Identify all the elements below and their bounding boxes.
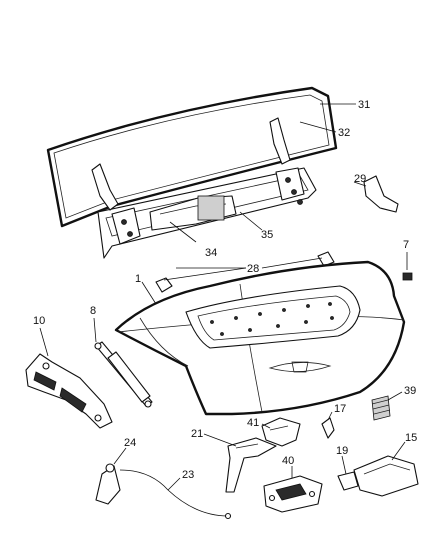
callout-21: 21 (191, 428, 203, 440)
bump-stops (155, 251, 335, 293)
window-glass (53, 94, 330, 219)
callout-32: 32 (338, 127, 350, 139)
right-hinge-arm (269, 117, 291, 165)
bump-stop-right (317, 251, 335, 267)
rear-glass-assembly (46, 86, 338, 228)
callout-40: 40 (282, 455, 294, 467)
cable-line (119, 469, 229, 517)
release-cable (95, 463, 232, 520)
callout-28: 28 (247, 263, 259, 275)
callout-23: 23 (182, 469, 194, 481)
callout-39: 39 (404, 385, 416, 397)
liftgate-outline (114, 260, 406, 416)
emblem (268, 361, 332, 373)
latch-bracket (261, 417, 301, 447)
callout-24: 24 (124, 437, 136, 449)
callout-17: 17 (334, 403, 346, 415)
release-handle (225, 437, 277, 493)
callout-15: 15 (405, 432, 417, 444)
clip-bracket (363, 175, 399, 213)
window-seal (46, 86, 338, 228)
callout-29: 29 (354, 173, 366, 185)
callout-31: 31 (358, 99, 370, 111)
hinge-bracket-assembly (91, 117, 317, 259)
bumper-stop (371, 395, 391, 421)
striker-clip (321, 417, 335, 439)
callout-7: 7 (403, 239, 409, 251)
latch (263, 475, 323, 513)
callout-labels: 31 32 29 34 35 28 1 7 8 10 39 17 41 21 1… (33, 99, 417, 481)
hinge (25, 353, 113, 429)
leader-lines (39, 103, 408, 491)
callout-19: 19 (336, 445, 348, 457)
callout-1: 1 (135, 273, 141, 285)
liftgate-panel (114, 260, 406, 416)
gas-strut (94, 341, 153, 408)
callout-8: 8 (90, 305, 96, 317)
callout-35: 35 (261, 229, 273, 241)
bump-stop-left (155, 277, 173, 293)
actuator-connector (337, 471, 359, 491)
callout-34: 34 (205, 247, 217, 259)
actuator (337, 455, 419, 497)
liftgate-glass-opening (185, 285, 361, 349)
left-hinge-arm (91, 163, 119, 211)
right-bracket (275, 167, 305, 201)
plug (402, 272, 413, 281)
callout-41: 41 (247, 417, 259, 429)
mounting-holes (210, 302, 334, 336)
callout-10: 10 (33, 315, 45, 327)
left-bracket (111, 207, 141, 245)
